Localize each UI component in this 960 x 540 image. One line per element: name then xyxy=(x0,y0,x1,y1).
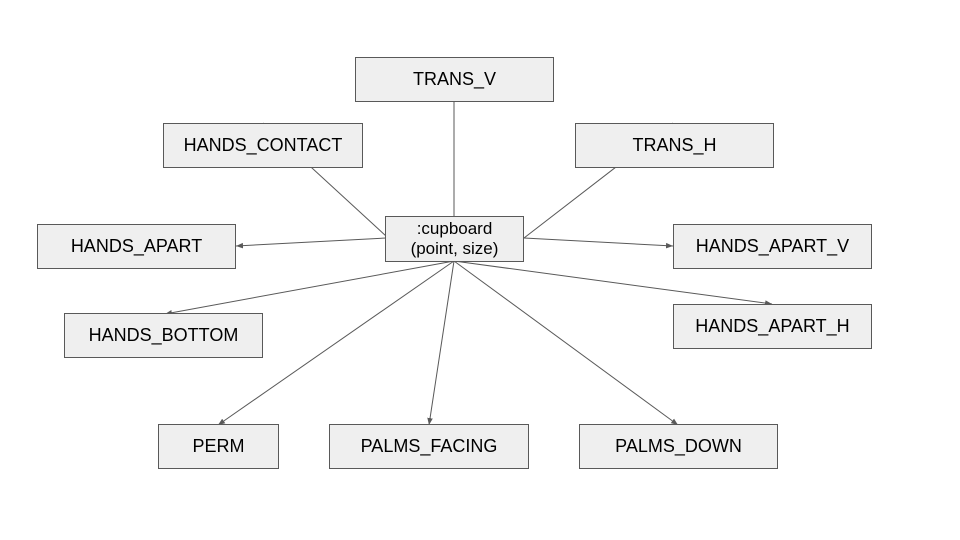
edge-to-hands-apart-v xyxy=(523,237,674,249)
node-trans-v-label: TRANS_V xyxy=(412,69,497,89)
node-hands-apart-v: HANDS_APART_V xyxy=(673,224,872,269)
node-hands-apart-label: HANDS_APART xyxy=(70,236,203,256)
node-hands-bottom: HANDS_BOTTOM xyxy=(64,313,263,358)
node-palms-down-label: PALMS_DOWN xyxy=(615,436,742,456)
node-trans-v: TRANS_V xyxy=(355,57,554,102)
node-perm-label: PERM xyxy=(192,436,245,456)
edge-to-palms-down xyxy=(453,260,679,426)
node-trans-h: TRANS_H xyxy=(575,123,774,168)
node-cupboard-params: (point, size) xyxy=(410,239,499,258)
node-hands-apart-h: HANDS_APART_H xyxy=(673,304,872,349)
node-cupboard-title: :cupboard xyxy=(416,219,493,238)
node-trans-h-label: TRANS_H xyxy=(632,135,717,155)
node-palms-facing: PALMS_FACING xyxy=(329,424,529,469)
node-palms-down: PALMS_DOWN xyxy=(579,424,778,469)
node-hands-contact: HANDS_CONTACT xyxy=(163,123,363,168)
edge-to-palms-facing xyxy=(427,260,455,426)
node-cupboard: :cupboard (point, size) xyxy=(385,216,524,262)
node-hands-bottom-label: HANDS_BOTTOM xyxy=(88,325,239,345)
node-hands-contact-label: HANDS_CONTACT xyxy=(183,135,343,155)
node-hands-apart: HANDS_APART xyxy=(37,224,236,269)
node-hands-apart-v-label: HANDS_APART_V xyxy=(695,236,850,256)
node-perm: PERM xyxy=(158,424,279,469)
edge-to-hands-apart xyxy=(235,237,387,249)
node-palms-facing-label: PALMS_FACING xyxy=(360,436,498,456)
node-hands-apart-h-label: HANDS_APART_H xyxy=(695,316,850,336)
